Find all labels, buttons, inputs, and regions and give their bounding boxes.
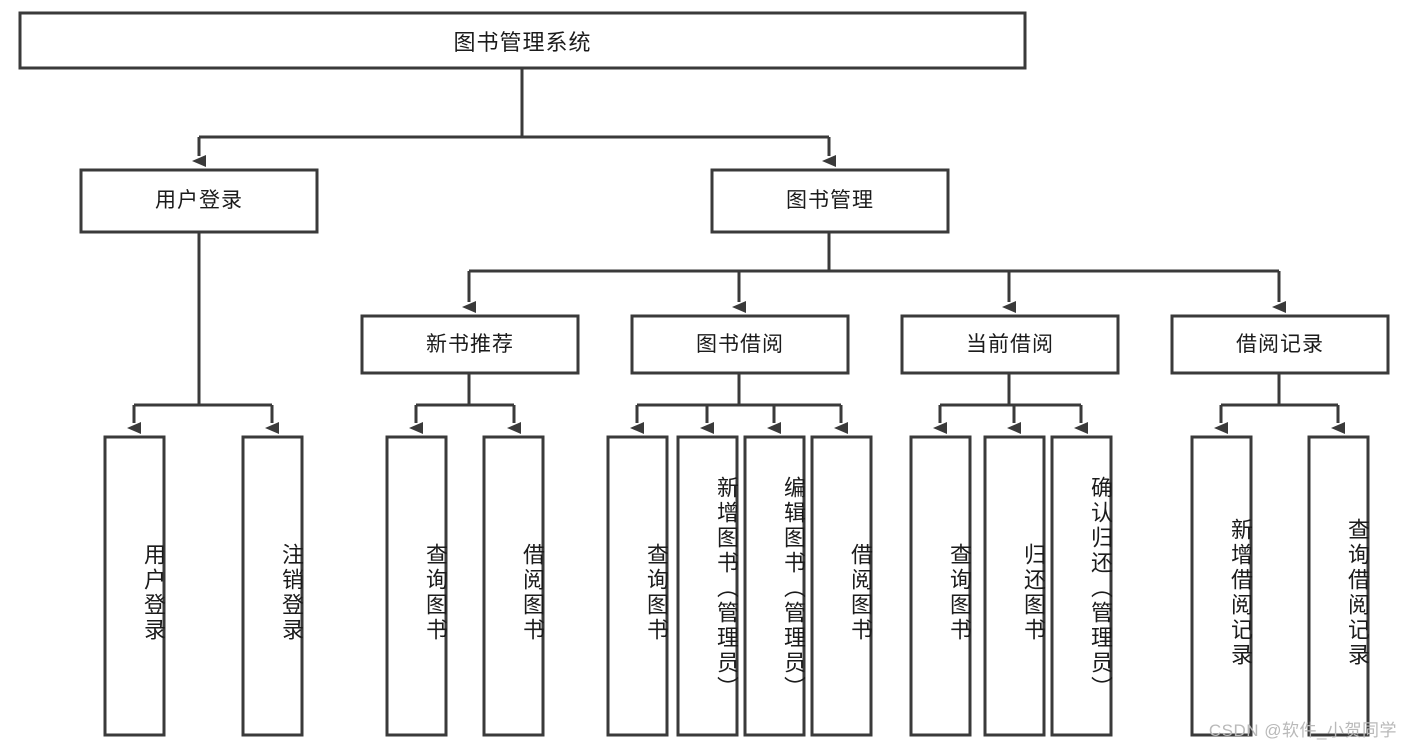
node-box-book-manage[interactable] bbox=[710, 168, 950, 234]
node-box-borrow-record[interactable] bbox=[1170, 314, 1390, 375]
watermark-text: CSDN @软件_小贺同学 bbox=[1208, 721, 1397, 740]
node-box-user-login[interactable] bbox=[79, 168, 319, 234]
connector-currentborrow-to-leaves bbox=[933, 373, 1088, 434]
leaf-box-add-book[interactable] bbox=[676, 435, 739, 737]
leaf-box-borrow-book-2[interactable] bbox=[810, 435, 873, 737]
connector-newbook-to-leaves bbox=[409, 373, 521, 434]
connector-userlogin-to-leaves bbox=[127, 232, 279, 434]
leaf-box-borrow-book-1[interactable] bbox=[482, 435, 545, 737]
connector-borrowrecord-to-leaves bbox=[1214, 373, 1345, 434]
leaf-box-add-record[interactable] bbox=[1190, 435, 1253, 737]
leaf-box-logout[interactable] bbox=[241, 435, 304, 737]
leaf-box-query-book-3[interactable] bbox=[909, 435, 972, 737]
node-box-book-borrow[interactable] bbox=[630, 314, 850, 375]
leaf-box-return-book[interactable] bbox=[983, 435, 1046, 737]
leaf-box-query-book-1[interactable] bbox=[385, 435, 448, 737]
connector-root-to-level2 bbox=[192, 68, 836, 167]
leaf-box-user-login[interactable] bbox=[103, 435, 166, 737]
leaf-box-query-book-2[interactable] bbox=[606, 435, 669, 737]
node-box-current-borrow[interactable] bbox=[900, 314, 1120, 375]
leaf-box-query-record[interactable] bbox=[1307, 435, 1370, 737]
node-box-root[interactable] bbox=[18, 11, 1027, 70]
connector-bookmanage-to-level3 bbox=[462, 232, 1286, 313]
node-box-new-book-rec[interactable] bbox=[360, 314, 580, 375]
leaf-box-confirm-return[interactable] bbox=[1050, 435, 1113, 737]
connector-bookborrow-to-leaves bbox=[630, 373, 848, 434]
leaf-box-edit-book[interactable] bbox=[743, 435, 806, 737]
